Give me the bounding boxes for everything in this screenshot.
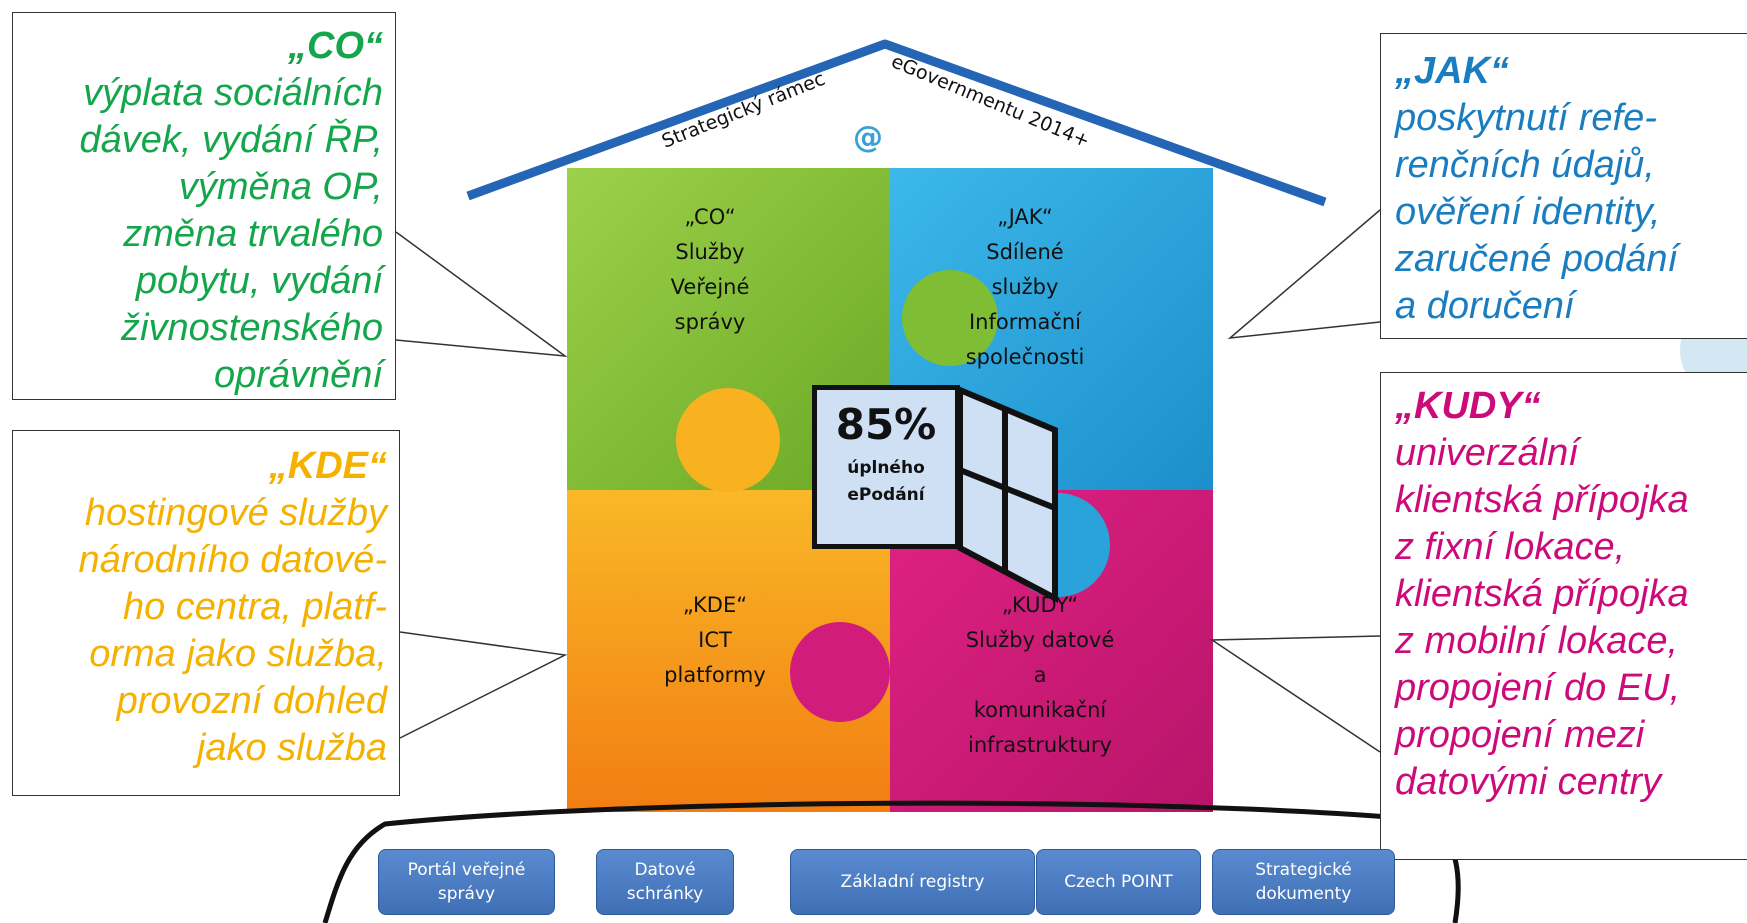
puzzle-label-kde: „KDE“ ICT platformy (664, 593, 766, 687)
foundation-button-zakladni-registry[interactable]: Základní registry (790, 849, 1035, 915)
roof-line (466, 39, 1327, 207)
callout-pointer-jak (1227, 209, 1381, 340)
callout-co: „CO“ výplata sociálních dávek, vydání ŘP… (12, 12, 396, 400)
window-percent: 85% (835, 400, 937, 449)
puzzle-knob (676, 388, 780, 492)
puzzle-knob (790, 622, 890, 722)
callout-kudy-body: univerzální klientská přípojka z fixní l… (1395, 432, 1689, 803)
callout-pointer-kde (399, 631, 568, 739)
callout-kde: „KDE“ hostingové služby národního datové… (12, 430, 400, 796)
callout-kudy-head: „KUDY“ (1395, 385, 1541, 427)
callout-pointer-kudy (1209, 635, 1381, 753)
callout-jak-head: „JAK“ (1395, 50, 1510, 92)
callout-kde-body: hostingové služby národního datové- ho c… (78, 492, 387, 769)
at-icon: @ (853, 120, 883, 155)
window-transom (958, 467, 1057, 511)
roof-title-right: eGovernmentu 2014+ (888, 50, 1093, 152)
foundation-button-czech-point[interactable]: Czech POINT (1036, 849, 1201, 915)
foundation-button-datove-schranky[interactable]: Datové schránky (596, 849, 734, 915)
puzzle-knob (902, 270, 998, 366)
callout-jak: „JAK“ poskytnutí refe- renčních údajů, o… (1380, 33, 1747, 339)
foundation-button-strategicke-dokumenty[interactable]: Strategické dokumenty (1212, 849, 1395, 915)
callout-kde-head: „KDE“ (268, 445, 387, 487)
puzzle-label-kudy: „KUDY“ Služby datové a komunikační infra… (965, 593, 1115, 757)
foundation-button-portal[interactable]: Portál veřejné správy (378, 849, 555, 915)
callout-jak-body: poskytnutí refe- renčních údajů, ověření… (1395, 97, 1679, 327)
callout-kudy: „KUDY“ univerzální klientská přípojka z … (1380, 372, 1747, 860)
callout-co-head: „CO“ (288, 25, 383, 67)
puzzle-label-co: „CO“ Služby Veřejné správy (670, 205, 750, 334)
roof-title-left: Strategický rámec (659, 68, 828, 153)
window-pane: 85% úplného ePodání (812, 385, 960, 549)
callout-co-body: výplata sociálních dávek, vydání ŘP, vým… (79, 72, 383, 396)
window-caption: úplného ePodání (847, 458, 925, 505)
callout-pointer-co (395, 231, 568, 358)
puzzle-label-jak: „JAK“ Sdílené služby Informační společno… (965, 205, 1085, 369)
